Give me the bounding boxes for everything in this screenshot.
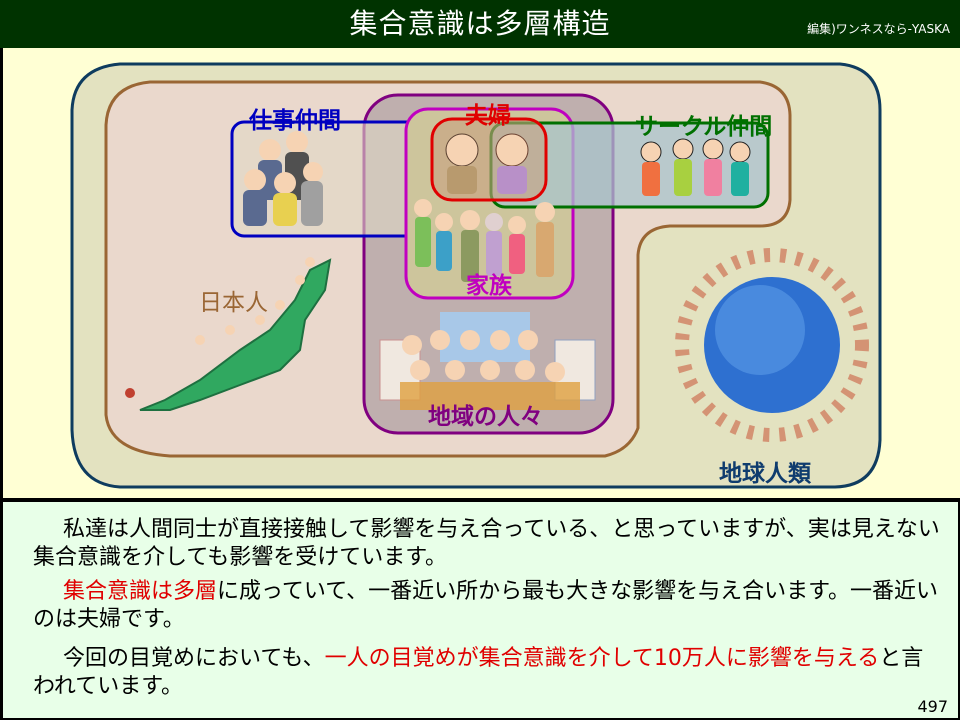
credit-text: 編集)ワンネスなら-YASKA <box>807 22 950 36</box>
title-bar: 集合意識は多層構造 編集)ワンネスなら-YASKA <box>0 0 960 48</box>
paragraph-1-text: 私達は人間同士が直接接触して影響を与え合っている、と思っていますが、実は見えない… <box>33 517 940 570</box>
community-illustration <box>379 312 596 410</box>
couple-illustration <box>445 133 529 194</box>
paragraph-3: 今回の目覚めにおいても、一人の目覚めが集合意識を介して10万人に影響を与えると言… <box>33 645 943 701</box>
family-illustration <box>414 199 555 282</box>
paragraph-3-start: 今回の目覚めにおいても、 <box>63 646 325 671</box>
text-area: 私達は人間同士が直接接触して影響を与え合っている、と思っていますが、実は見えない… <box>3 502 958 718</box>
label-community: 地域の人々 <box>428 404 543 430</box>
slide-title: 集合意識は多層構造 <box>349 7 611 40</box>
label-coworkers: 仕事仲間 <box>249 108 341 134</box>
globe-illustration <box>675 248 869 442</box>
paragraph-2-highlight: 集合意識は多層 <box>63 579 218 604</box>
paragraph-1: 私達は人間同士が直接接触して影響を与え合っている、と思っていますが、実は見えない… <box>33 516 943 572</box>
coworkers-illustration <box>243 131 323 226</box>
paragraph-3-end: と言われています。 <box>33 646 924 699</box>
paragraph-2-text: に成っていて、一番近い所から最も大きな影響を与え合います。一番近いのは夫婦です。 <box>33 579 938 632</box>
label-circle: サークル仲間 <box>635 114 773 140</box>
label-family: 家族 <box>466 273 512 299</box>
label-japanese: 日本人 <box>199 290 268 316</box>
page-number: 497 <box>917 697 948 716</box>
japan-illustration <box>125 257 332 411</box>
label-couple: 夫婦 <box>465 103 511 129</box>
circle-illustration <box>640 138 751 196</box>
diagram-area: 仕事仲間 夫婦 サークル仲間 家族 日本人 地域の人々 地球人類 <box>3 48 960 498</box>
paragraph-2: 集合意識は多層に成っていて、一番近い所から最も大きな影響を与え合います。一番近い… <box>33 578 943 634</box>
label-humanity: 地球人類 <box>719 461 811 487</box>
paragraph-3-highlight: 一人の目覚めが集合意識を介して10万人に影響を与える <box>324 646 880 671</box>
layer-diagram <box>70 62 882 489</box>
